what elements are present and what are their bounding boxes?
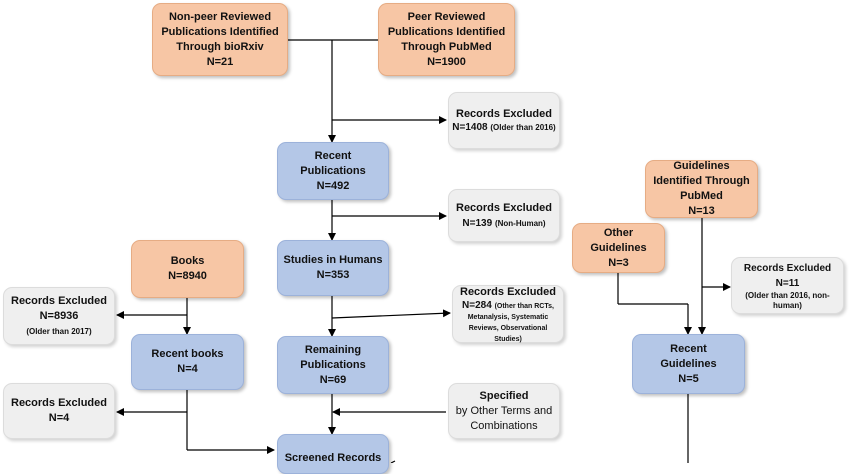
excluded-1408-count-row: N=1408 (Older than 2016) bbox=[452, 122, 555, 134]
recent-line1: Recent bbox=[314, 149, 352, 162]
guidelines-pubmed-line1: Guidelines bbox=[673, 160, 730, 172]
recent-guidelines-count: N=5 bbox=[678, 372, 699, 385]
biorxiv-count: N=21 bbox=[206, 55, 234, 68]
excluded-139-note: (Non-Human) bbox=[494, 218, 546, 228]
excluded-4-count: N=4 bbox=[48, 412, 70, 424]
excluded-284-count-row: N=284 (Other than RCTs, Metanalysis, Sys… bbox=[457, 300, 559, 344]
excluded-4-box: Records Excluded N=4 bbox=[3, 383, 115, 439]
remaining-publications-box: Remaining Publications N=69 bbox=[277, 336, 389, 394]
excluded-8936-title: Records Excluded bbox=[11, 294, 107, 307]
specified-box: Specified by Other Terms and Combination… bbox=[448, 383, 560, 439]
excluded-11-box: Records Excluded N=11 (Older than 2016, … bbox=[731, 257, 844, 314]
recentbooks-line1: Recent books bbox=[151, 348, 224, 360]
excluded-139-title: Records Excluded bbox=[456, 201, 552, 214]
guidelines-pubmed-line2: Identified Through bbox=[653, 175, 750, 187]
specified-line1: Specified bbox=[479, 389, 529, 402]
recent-guidelines-line1: Recent bbox=[670, 342, 707, 355]
guidelines-pubmed-box: Guidelines Identified Through PubMed N=1… bbox=[645, 160, 758, 218]
recent-guidelines-line2: Guidelines bbox=[660, 357, 717, 370]
flow-arrows bbox=[116, 39, 731, 463]
guidelines-pubmed-count: N=13 bbox=[688, 205, 715, 217]
arrow-to-excl284 bbox=[331, 309, 451, 319]
other-guidelines-count: N=3 bbox=[608, 256, 629, 269]
books-count: N=8940 bbox=[168, 270, 207, 282]
excluded-11-title: Records Excluded bbox=[743, 262, 832, 274]
excluded-139-count: N=139 bbox=[462, 217, 493, 229]
other-guidelines-line1: Other bbox=[603, 226, 634, 239]
guidelines-pubmed-line3: PubMed bbox=[680, 190, 723, 202]
recent-books-box: Recent books N=4 bbox=[131, 334, 244, 390]
recent-count: N=492 bbox=[316, 179, 350, 192]
excluded-1408-title: Records Excluded bbox=[456, 108, 552, 120]
excluded-8936-note: (Older than 2017) bbox=[26, 326, 92, 336]
recent-guidelines-box: Recent Guidelines N=5 bbox=[632, 334, 745, 394]
pubmed-source-box: Peer Reviewed Publications Identified Th… bbox=[378, 3, 515, 76]
excluded-4-title: Records Excluded bbox=[11, 397, 107, 409]
recent-publications-box: Recent Publications N=492 bbox=[277, 142, 389, 200]
excluded-284-note: (Other than RCTs, Metanalysis, Systemati… bbox=[467, 302, 554, 343]
excluded-11-count: N=11 bbox=[775, 277, 800, 289]
humans-count: N=353 bbox=[316, 269, 350, 281]
excluded-1408-box: Records Excluded N=1408 (Older than 2016… bbox=[448, 92, 560, 149]
biorxiv-line1: Non-peer Reviewed bbox=[168, 10, 272, 23]
excluded-284-title: Records Excluded bbox=[460, 285, 556, 298]
studies-in-humans-box: Studies in Humans N=353 bbox=[277, 240, 389, 296]
pubmed-line3: Through PubMed bbox=[401, 40, 492, 53]
screened-records-box: Screened Records bbox=[277, 434, 389, 474]
excluded-1408-note: (Older than 2016) bbox=[490, 123, 556, 132]
remaining-line1: Remaining bbox=[304, 343, 362, 356]
screened-line1: Screened Records bbox=[284, 452, 382, 464]
excluded-139-box: Records Excluded N=139 (Non-Human) bbox=[448, 189, 560, 242]
biorxiv-line3: Through bioRxiv bbox=[176, 40, 264, 53]
excluded-11-note: (Older than 2016, non-human) bbox=[745, 290, 830, 310]
books-source-box: Books N=8940 bbox=[131, 240, 244, 298]
pubmed-line2: Publications Identified bbox=[387, 25, 506, 38]
excluded-8936-box: Records Excluded N=8936 (Older than 2017… bbox=[3, 287, 115, 345]
other-guidelines-line2: Guidelines bbox=[590, 241, 647, 254]
books-line1: Books bbox=[170, 255, 205, 267]
remaining-line2: Publications bbox=[300, 358, 366, 371]
excluded-8936-count: N=8936 bbox=[39, 309, 79, 322]
biorxiv-source-box: Non-peer Reviewed Publications Identifie… bbox=[152, 3, 288, 76]
remaining-count: N=69 bbox=[319, 373, 347, 386]
pubmed-count: N=1900 bbox=[427, 55, 466, 68]
excluded-139-count-row: N=139 (Non-Human) bbox=[462, 216, 545, 231]
specified-line2: by Other Terms and bbox=[455, 404, 553, 417]
excluded-284-count: N=284 bbox=[462, 299, 492, 311]
excluded-1408-count: N=1408 bbox=[452, 122, 488, 133]
specified-line3: Combinations bbox=[470, 419, 538, 432]
pubmed-line1: Peer Reviewed bbox=[407, 10, 486, 23]
other-guidelines-box: Other Guidelines N=3 bbox=[572, 223, 665, 273]
recentbooks-count: N=4 bbox=[177, 363, 198, 375]
recent-line2: Publications bbox=[300, 164, 366, 177]
biorxiv-line2: Publications Identified bbox=[161, 25, 279, 38]
excluded-284-box: Records Excluded N=284 (Other than RCTs,… bbox=[452, 285, 564, 343]
humans-line1: Studies in Humans bbox=[283, 254, 383, 266]
